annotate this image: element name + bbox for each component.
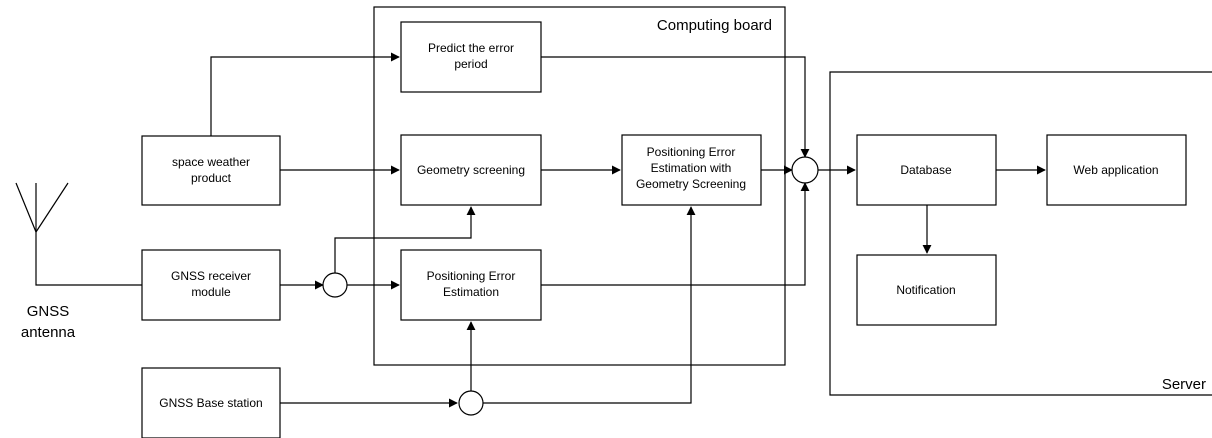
- antenna-label-line2: antenna: [21, 324, 76, 341]
- svg-text:Predict the error: Predict the error: [428, 41, 514, 55]
- node-gnss-receiver: GNSS receiver module: [141, 249, 281, 321]
- node-geometry-screening: Geometry screening: [400, 134, 542, 206]
- svg-text:Estimation with: Estimation with: [651, 161, 732, 175]
- node-database: Database: [856, 134, 997, 206]
- gnss-antenna-icon: [15, 182, 69, 233]
- svg-text:Database: Database: [900, 163, 952, 177]
- svg-text:Estimation: Estimation: [443, 285, 499, 299]
- node-predict-error: Predict the error period: [400, 21, 542, 93]
- server-container: Server: [829, 71, 1212, 396]
- edge-predict-to-merge: [541, 56, 810, 158]
- node-positioning-error-geometry: Positioning Error Estimation with Geomet…: [621, 134, 762, 206]
- node-web-application: Web application: [1046, 134, 1187, 206]
- svg-text:GNSS receiver: GNSS receiver: [171, 269, 251, 283]
- antenna-label-line1: GNSS: [27, 303, 70, 320]
- computing-board-label: Computing board: [657, 17, 772, 34]
- node-gnss-base-station: GNSS Base station: [141, 367, 281, 438]
- svg-text:module: module: [191, 285, 231, 299]
- svg-text:GNSS Base station: GNSS Base station: [159, 396, 262, 410]
- edge-poserr-to-merge: [541, 182, 810, 286]
- edge-weather-to-predict: [210, 52, 400, 136]
- server-label: Server: [1162, 376, 1206, 393]
- svg-text:Geometry Screening: Geometry Screening: [636, 177, 746, 191]
- svg-text:product: product: [191, 171, 232, 185]
- merge-junction: [791, 156, 819, 184]
- svg-text:period: period: [454, 57, 487, 71]
- node-notification: Notification: [856, 254, 997, 326]
- svg-text:space weather: space weather: [172, 155, 250, 169]
- receiver-split-junction: [322, 272, 348, 298]
- svg-text:Positioning Error: Positioning Error: [647, 145, 736, 159]
- edge-junction-to-geometry: [334, 206, 476, 273]
- edge-junction2-to-poserrgeo: [483, 206, 696, 404]
- computing-board-container: Computing board: [373, 6, 786, 366]
- edge-antenna-to-receiver: [35, 232, 142, 286]
- svg-text:Web application: Web application: [1073, 163, 1158, 177]
- connectors: [35, 52, 1046, 408]
- node-space-weather: space weather product: [141, 135, 281, 206]
- base-station-split-junction: [458, 390, 484, 416]
- svg-text:Geometry screening: Geometry screening: [417, 163, 525, 177]
- node-positioning-error-estimation: Positioning Error Estimation: [400, 249, 542, 321]
- svg-text:Positioning Error: Positioning Error: [427, 269, 516, 283]
- svg-text:Notification: Notification: [896, 283, 955, 297]
